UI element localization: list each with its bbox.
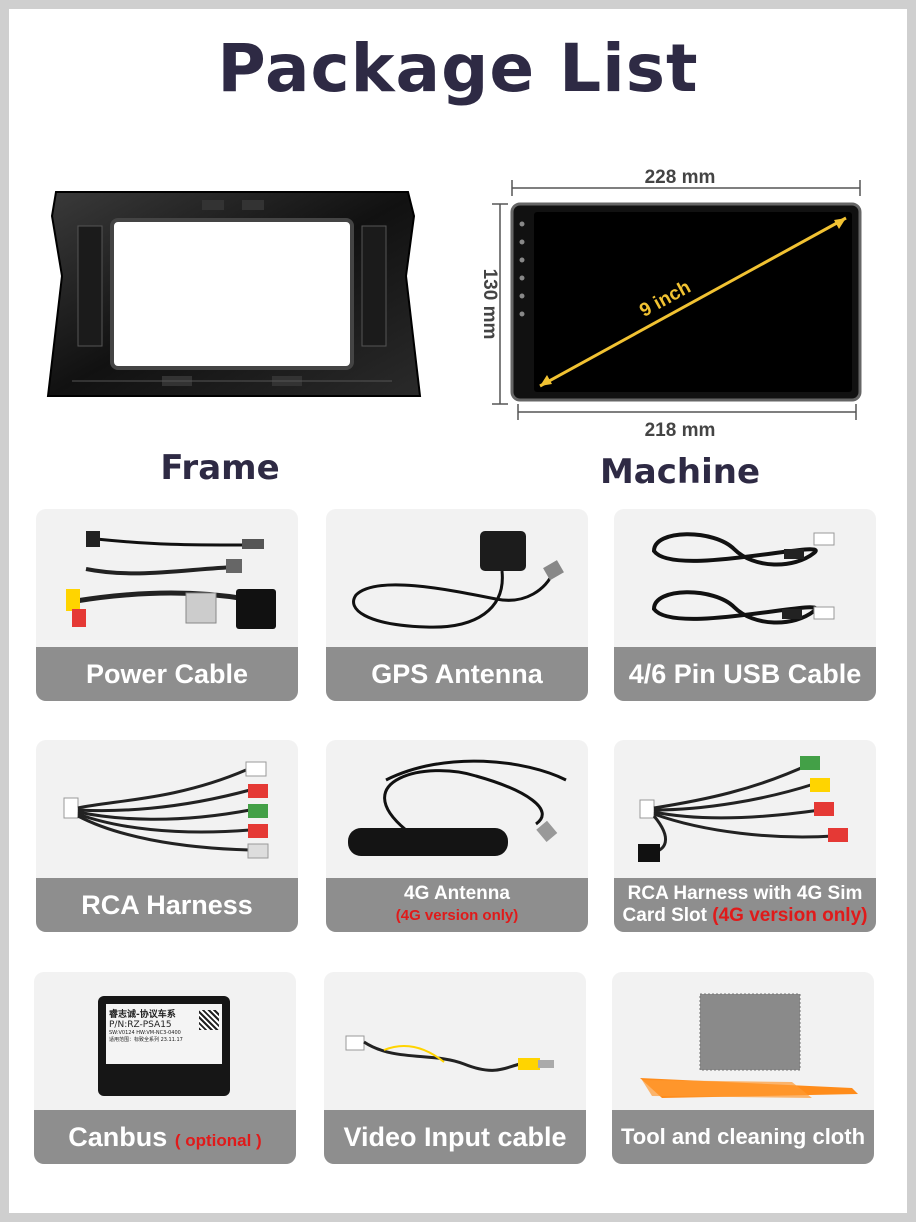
usb-cable-bar: 4/6 Pin USB Cable xyxy=(614,647,876,701)
gps-antenna-image xyxy=(326,509,588,647)
canbus-label: Canbus xyxy=(68,1121,168,1152)
video-input-cable-image xyxy=(324,972,586,1110)
usb-cable-image xyxy=(614,509,876,647)
video-input-cable-label: Video Input cable xyxy=(343,1121,567,1152)
canbus-line3: SW:V0124 HW:VM-NC3-0400 xyxy=(109,1030,181,1036)
rca-harness-4g-label-line1: RCA Harness with 4G Sim xyxy=(627,883,863,904)
gps-antenna-bar: GPS Antenna xyxy=(326,647,588,701)
canbus-box: 睿志诚-协议车系 P/N:RZ-PSA15 SW:V0124 HW:VM-NC3… xyxy=(98,996,230,1096)
item-power-cable: Power Cable xyxy=(36,509,298,701)
rca-harness-image xyxy=(36,740,298,878)
item-rca-harness: RCA Harness xyxy=(36,740,298,932)
canbus-bar: Canbus ( optional ) xyxy=(34,1110,296,1164)
frame-label: Frame xyxy=(160,448,280,488)
machine-image: 228 mm 130 mm 9 inch 218 mm xyxy=(470,160,870,441)
power-cable-image xyxy=(36,509,298,647)
4g-antenna-label: 4G Antenna xyxy=(404,883,510,904)
page-title: Package List xyxy=(217,30,699,107)
item-4g-antenna: 4G Antenna (4G version only) xyxy=(326,740,588,932)
video-input-cable-bar: Video Input cable xyxy=(324,1110,586,1164)
rca-harness-4g-image xyxy=(614,740,876,878)
tool-cloth-bar: Tool and cleaning cloth xyxy=(612,1110,874,1164)
machine-width-bottom: 218 mm xyxy=(645,420,716,440)
canbus-image: 睿志诚-协议车系 P/N:RZ-PSA15 SW:V0124 HW:VM-NC3… xyxy=(34,972,296,1110)
canbus-line2: P/N:RZ-PSA15 xyxy=(109,1020,172,1030)
item-gps-antenna: GPS Antenna xyxy=(326,509,588,701)
machine-width-top: 228 mm xyxy=(645,167,716,188)
4g-antenna-bar: 4G Antenna (4G version only) xyxy=(326,878,588,932)
item-rca-harness-4g: RCA Harness with 4G Sim Card Slot (4G ve… xyxy=(614,740,876,932)
qr-code-icon xyxy=(199,1010,219,1030)
item-usb-cable: 4/6 Pin USB Cable xyxy=(614,509,876,701)
power-cable-bar: Power Cable xyxy=(36,647,298,701)
canbus-label-wrap: Canbus ( optional ) xyxy=(68,1122,261,1153)
rca-harness-4g-bar: RCA Harness with 4G Sim Card Slot (4G ve… xyxy=(614,878,876,932)
canbus-note: ( optional ) xyxy=(174,1130,262,1150)
item-video-input-cable: Video Input cable xyxy=(324,972,586,1164)
tool-cloth-image xyxy=(612,972,874,1110)
rca-harness-4g-label-line2-wrap: Card Slot (4G version only) xyxy=(623,905,868,927)
power-cable-label: Power Cable xyxy=(85,658,249,689)
item-tool-cloth: Tool and cleaning cloth xyxy=(612,972,874,1164)
4g-antenna-image xyxy=(326,740,588,878)
rca-harness-label: RCA Harness xyxy=(81,889,253,920)
canbus-line1: 睿志诚-协议车系 xyxy=(109,1010,176,1020)
rca-harness-4g-label-line2: Card Slot xyxy=(622,905,707,926)
machine-height: 130 mm xyxy=(479,269,500,340)
rca-harness-4g-note: (4G version only) xyxy=(712,905,868,926)
item-canbus: 睿志诚-协议车系 P/N:RZ-PSA15 SW:V0124 HW:VM-NC3… xyxy=(34,972,296,1164)
gps-antenna-label: GPS Antenna xyxy=(371,658,543,689)
usb-cable-label: 4/6 Pin USB Cable xyxy=(628,658,862,689)
frame-image xyxy=(42,186,422,410)
canbus-label-sticker: 睿志诚-协议车系 P/N:RZ-PSA15 SW:V0124 HW:VM-NC3… xyxy=(106,1004,222,1064)
machine-label: Machine xyxy=(599,452,761,492)
4g-antenna-note: (4G version only) xyxy=(395,907,519,924)
rca-harness-bar: RCA Harness xyxy=(36,878,298,932)
canbus-line4: 适用范围：标致全系列 23.11.17 xyxy=(109,1037,183,1043)
tool-cloth-label: Tool and cleaning cloth xyxy=(620,1124,866,1149)
